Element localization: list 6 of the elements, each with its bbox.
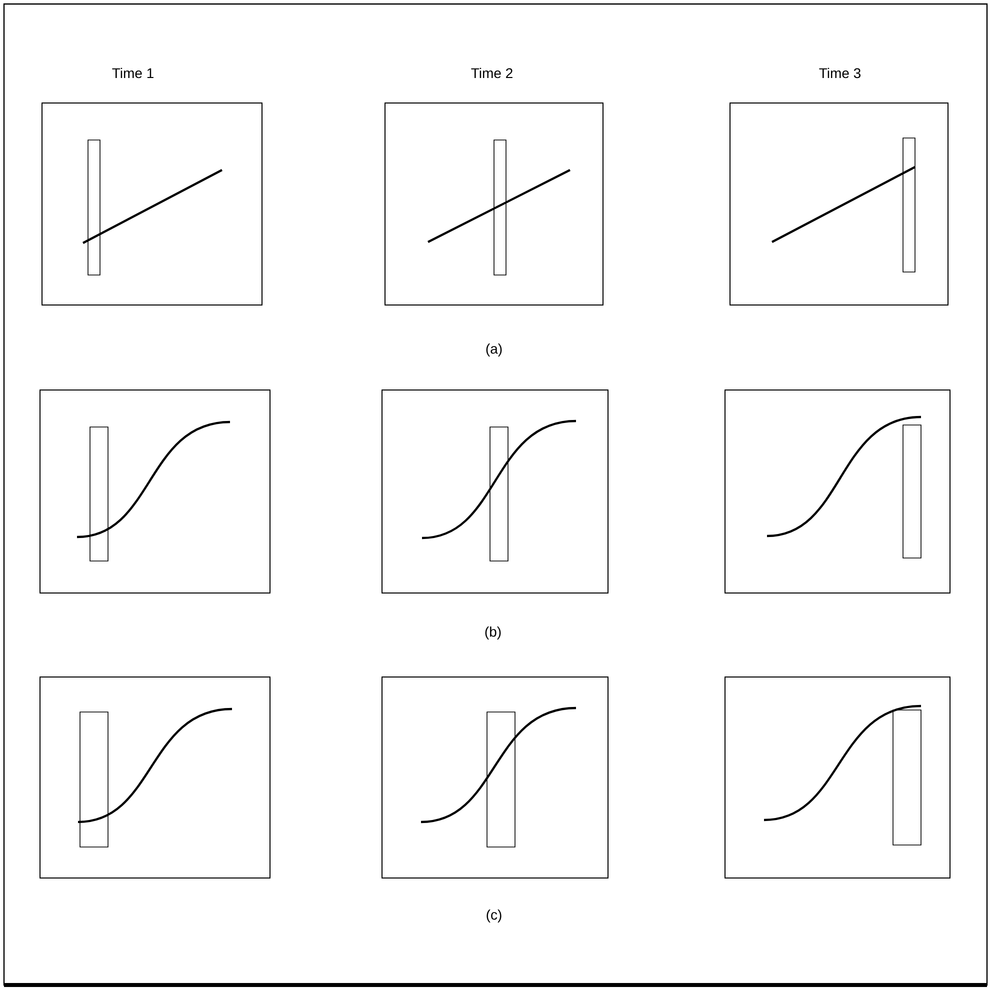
panel-label: (a) bbox=[486, 343, 502, 357]
time-label: Time 3 bbox=[819, 68, 860, 78]
panel-label: (c) bbox=[486, 909, 502, 923]
panel-label: (b) bbox=[485, 626, 501, 640]
time-label: Time 1 bbox=[112, 68, 154, 78]
time-label: Time 2 bbox=[471, 68, 512, 78]
